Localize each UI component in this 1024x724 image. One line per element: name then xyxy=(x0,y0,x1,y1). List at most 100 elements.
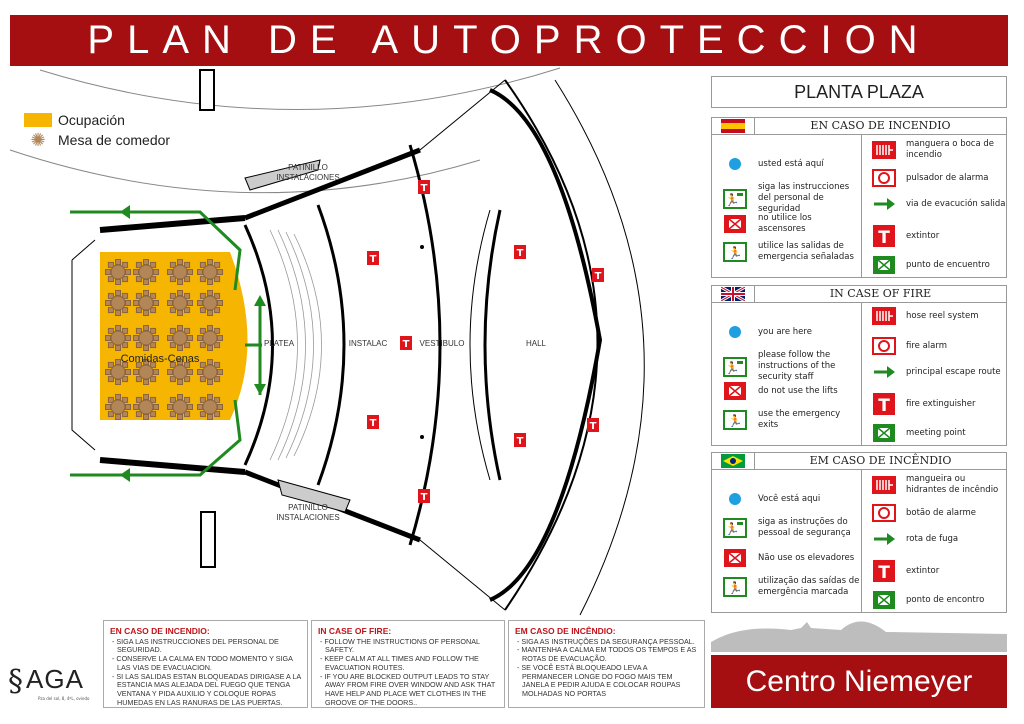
note-en: IN CASE OF FIRE:- FOLLOW THE INSTRUCTION… xyxy=(311,620,505,708)
label-vestibulo: VESTIBULO xyxy=(420,339,465,348)
legend-panel-brazil: EM CASO DE INCÊNDIO Você está aqui🏃siga … xyxy=(711,452,1007,613)
legend-row: 🏃utilice las salidas de emergencia señal… xyxy=(712,241,861,263)
extinguisher-icon xyxy=(367,415,379,429)
hose-reel-icon xyxy=(862,141,906,159)
note-pt: EM CASO DE INCÊNDIO:- SIGA AS INSTRUÇÕES… xyxy=(508,620,705,708)
emergency-exit-icon: 🏃 xyxy=(712,410,758,430)
meeting-point-icon xyxy=(862,255,906,275)
fire-alarm-icon xyxy=(862,169,906,187)
legend-row: via de evacución salida xyxy=(862,197,1006,211)
svg-text:🏃: 🏃 xyxy=(728,581,743,595)
legend-row: rota de fuga xyxy=(862,532,1006,546)
legend-row: usted está aquí xyxy=(712,157,861,171)
dining-table xyxy=(133,359,159,385)
escape-arrow-icon xyxy=(862,532,906,546)
no-lifts-icon xyxy=(712,214,758,234)
escape-arrow-icon xyxy=(862,197,906,211)
flag-brazil-icon xyxy=(712,453,755,469)
occupation-swatch xyxy=(24,113,52,127)
legend-row: 🏃please follow the instructions of the s… xyxy=(712,350,861,383)
extinguisher-glyph: T xyxy=(370,254,377,265)
label-patinillo: PATINILLO xyxy=(288,503,328,512)
meeting-point-icon xyxy=(862,590,906,610)
escape-arrow-icon xyxy=(862,365,906,379)
dining-table xyxy=(167,290,193,316)
panel-title: EM CASO DE INCÊNDIO xyxy=(809,454,952,467)
svg-text:🏃: 🏃 xyxy=(728,246,743,260)
extinguisher-icon xyxy=(514,245,526,259)
svg-text:T: T xyxy=(878,563,890,582)
svg-text:🏃: 🏃 xyxy=(728,414,743,428)
legend-row: fire alarm xyxy=(862,337,1006,355)
legend-row: 🏃siga las instrucciones del personal de … xyxy=(712,182,861,215)
legend-row: mangueira ou hidrantes de incêndio xyxy=(862,474,1006,496)
legend-row: punto de encuentro xyxy=(862,255,1006,275)
brand-banner: Centro Niemeyer xyxy=(711,655,1007,708)
label-instalaciones: INSTALACIONES xyxy=(276,173,339,182)
table-icon: ✺ xyxy=(30,129,46,150)
extinguisher-icon xyxy=(592,268,604,282)
aga-logo: § AGA Pza del sol, 8, 4ºL, oviedo xyxy=(8,664,90,701)
emergency-exit-icon: 🏃 xyxy=(712,577,758,597)
panel-title: IN CASE OF FIRE xyxy=(829,287,932,300)
dining-table xyxy=(133,290,159,316)
dining-table xyxy=(133,259,159,285)
label-instalaciones: INSTALACIONES xyxy=(276,513,339,522)
dining-table xyxy=(105,259,131,285)
fire-alarm-icon xyxy=(862,504,906,522)
you-are-here-icon xyxy=(712,492,758,506)
niemeyer-silhouette xyxy=(711,621,1007,652)
legend-row: do not use the lifts xyxy=(712,381,861,401)
extinguisher-icon xyxy=(418,489,430,503)
label-instalac: INSTALAC xyxy=(349,339,388,348)
legend-row: 🏃use the emergency exits xyxy=(712,409,861,431)
extinguisher-glyph: T xyxy=(590,421,597,432)
legend-row: hose reel system xyxy=(862,307,1006,325)
label-platea: PLATEA xyxy=(264,339,295,348)
dining-table xyxy=(197,359,223,385)
legend-row: Você está aqui xyxy=(712,492,861,506)
dining-table xyxy=(167,359,193,385)
extinguisher-glyph: T xyxy=(421,492,428,503)
extinguisher-glyph: T xyxy=(370,418,377,429)
legend-row: you are here xyxy=(712,325,861,339)
legend-panel-uk: IN CASE OF FIRE you are here 🏃please foll… xyxy=(711,285,1007,446)
follow-staff-icon: 🏃 xyxy=(712,188,758,209)
extinguisher-icon: T xyxy=(862,225,906,247)
extinguisher-glyph: T xyxy=(517,436,524,447)
legend-row: manguera o boca de incendio xyxy=(862,139,1006,161)
legend-row: ponto de encontro xyxy=(862,590,1006,610)
floor-name: PLANTA PLAZA xyxy=(711,76,1007,108)
extinguisher-icon xyxy=(514,433,526,447)
stair xyxy=(199,69,215,111)
dining-table xyxy=(105,325,131,351)
dining-table xyxy=(105,394,131,420)
dining-table xyxy=(197,325,223,351)
svg-text:🏃: 🏃 xyxy=(725,193,740,207)
fire-alarm-icon xyxy=(862,337,906,355)
extinguisher-icon: T xyxy=(862,560,906,582)
extinguisher-icon: T xyxy=(862,393,906,415)
plan-legend: Ocupación ✺Mesa de comedor xyxy=(24,110,170,150)
emergency-exit-icon: 🏃 xyxy=(712,242,758,262)
hose-reel-icon xyxy=(862,476,906,494)
label-hall: HALL xyxy=(526,339,547,348)
flag-spain-icon xyxy=(712,118,755,134)
extinguisher-glyph: T xyxy=(403,339,410,350)
street-curve xyxy=(9,149,481,194)
svg-text:🏃: 🏃 xyxy=(725,522,740,536)
you-are-here-icon xyxy=(712,325,758,339)
tables xyxy=(105,259,223,420)
you-are-here-icon xyxy=(712,157,758,171)
legend-row: botão de alarme xyxy=(862,504,1006,522)
svg-text:T: T xyxy=(878,396,890,415)
svg-text:T: T xyxy=(878,228,890,247)
label-patinillo: PATINILLO xyxy=(288,163,328,172)
panel-title: EN CASO DE INCENDIO xyxy=(810,119,951,132)
dining-table xyxy=(167,325,193,351)
page-title: PLAN DE AUTOPROTECCION xyxy=(10,15,1008,66)
